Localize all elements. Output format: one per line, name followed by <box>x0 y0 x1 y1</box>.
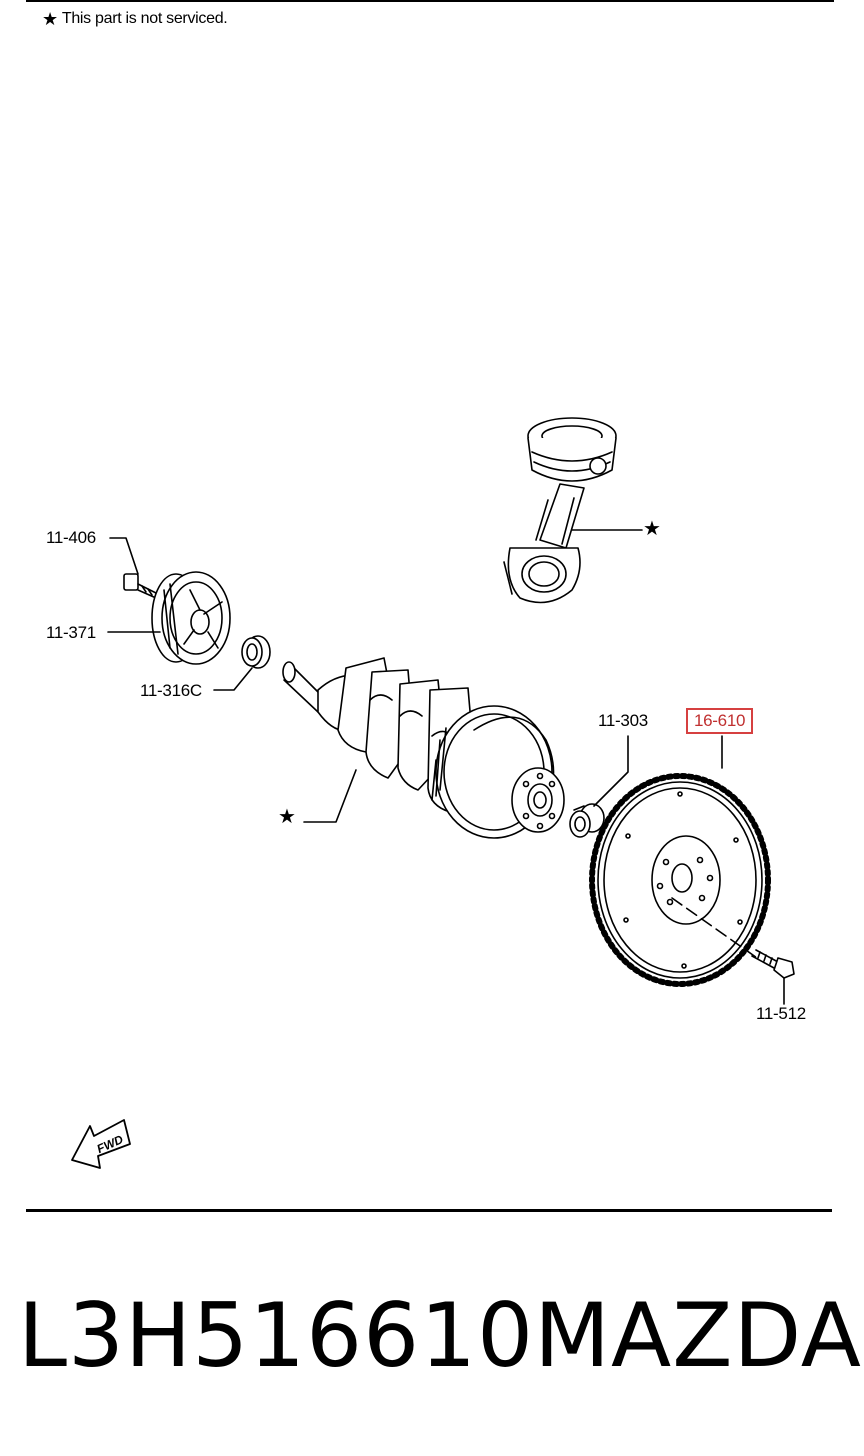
callout-11-303: 11-303 <box>598 711 648 730</box>
service-note: ★ This part is not serviced. <box>42 9 228 29</box>
piston-connecting-rod <box>503 417 617 604</box>
callout-16-610-highlighted: 16-610 <box>686 708 754 734</box>
flywheel-bolt <box>751 949 795 979</box>
pilot-bearing <box>569 803 605 838</box>
pulley-bolt <box>123 573 159 599</box>
leader-11-406 <box>109 537 139 575</box>
callout-11-512: 11-512 <box>756 1004 806 1023</box>
top-rule <box>26 0 834 2</box>
service-note-text: This part is not serviced. <box>61 10 228 27</box>
part-number: L3H516610 <box>18 1284 535 1387</box>
leader-star-crank <box>303 769 357 823</box>
crank-pulley <box>151 571 231 665</box>
callout-11-371: 11-371 <box>46 623 96 642</box>
crankshaft <box>282 657 565 839</box>
star-icon: ★ <box>42 9 58 29</box>
callout-11-406: 11-406 <box>46 528 96 547</box>
front-oil-seal <box>241 635 271 669</box>
star-marker-crankshaft: ★ <box>278 806 296 828</box>
star-marker-rod: ★ <box>643 518 661 540</box>
callout-11-316c: 11-316C <box>140 681 202 700</box>
axis-line-2 <box>671 897 761 961</box>
fwd-arrow-icon <box>71 1119 131 1169</box>
flywheel <box>589 773 771 987</box>
bottom-rule <box>26 1209 832 1212</box>
footer: L3H516610 MAZDA <box>18 1284 861 1387</box>
leader-11-316c <box>213 667 253 691</box>
brand-name: MAZDA <box>534 1284 862 1387</box>
leader-11-303 <box>593 735 629 807</box>
